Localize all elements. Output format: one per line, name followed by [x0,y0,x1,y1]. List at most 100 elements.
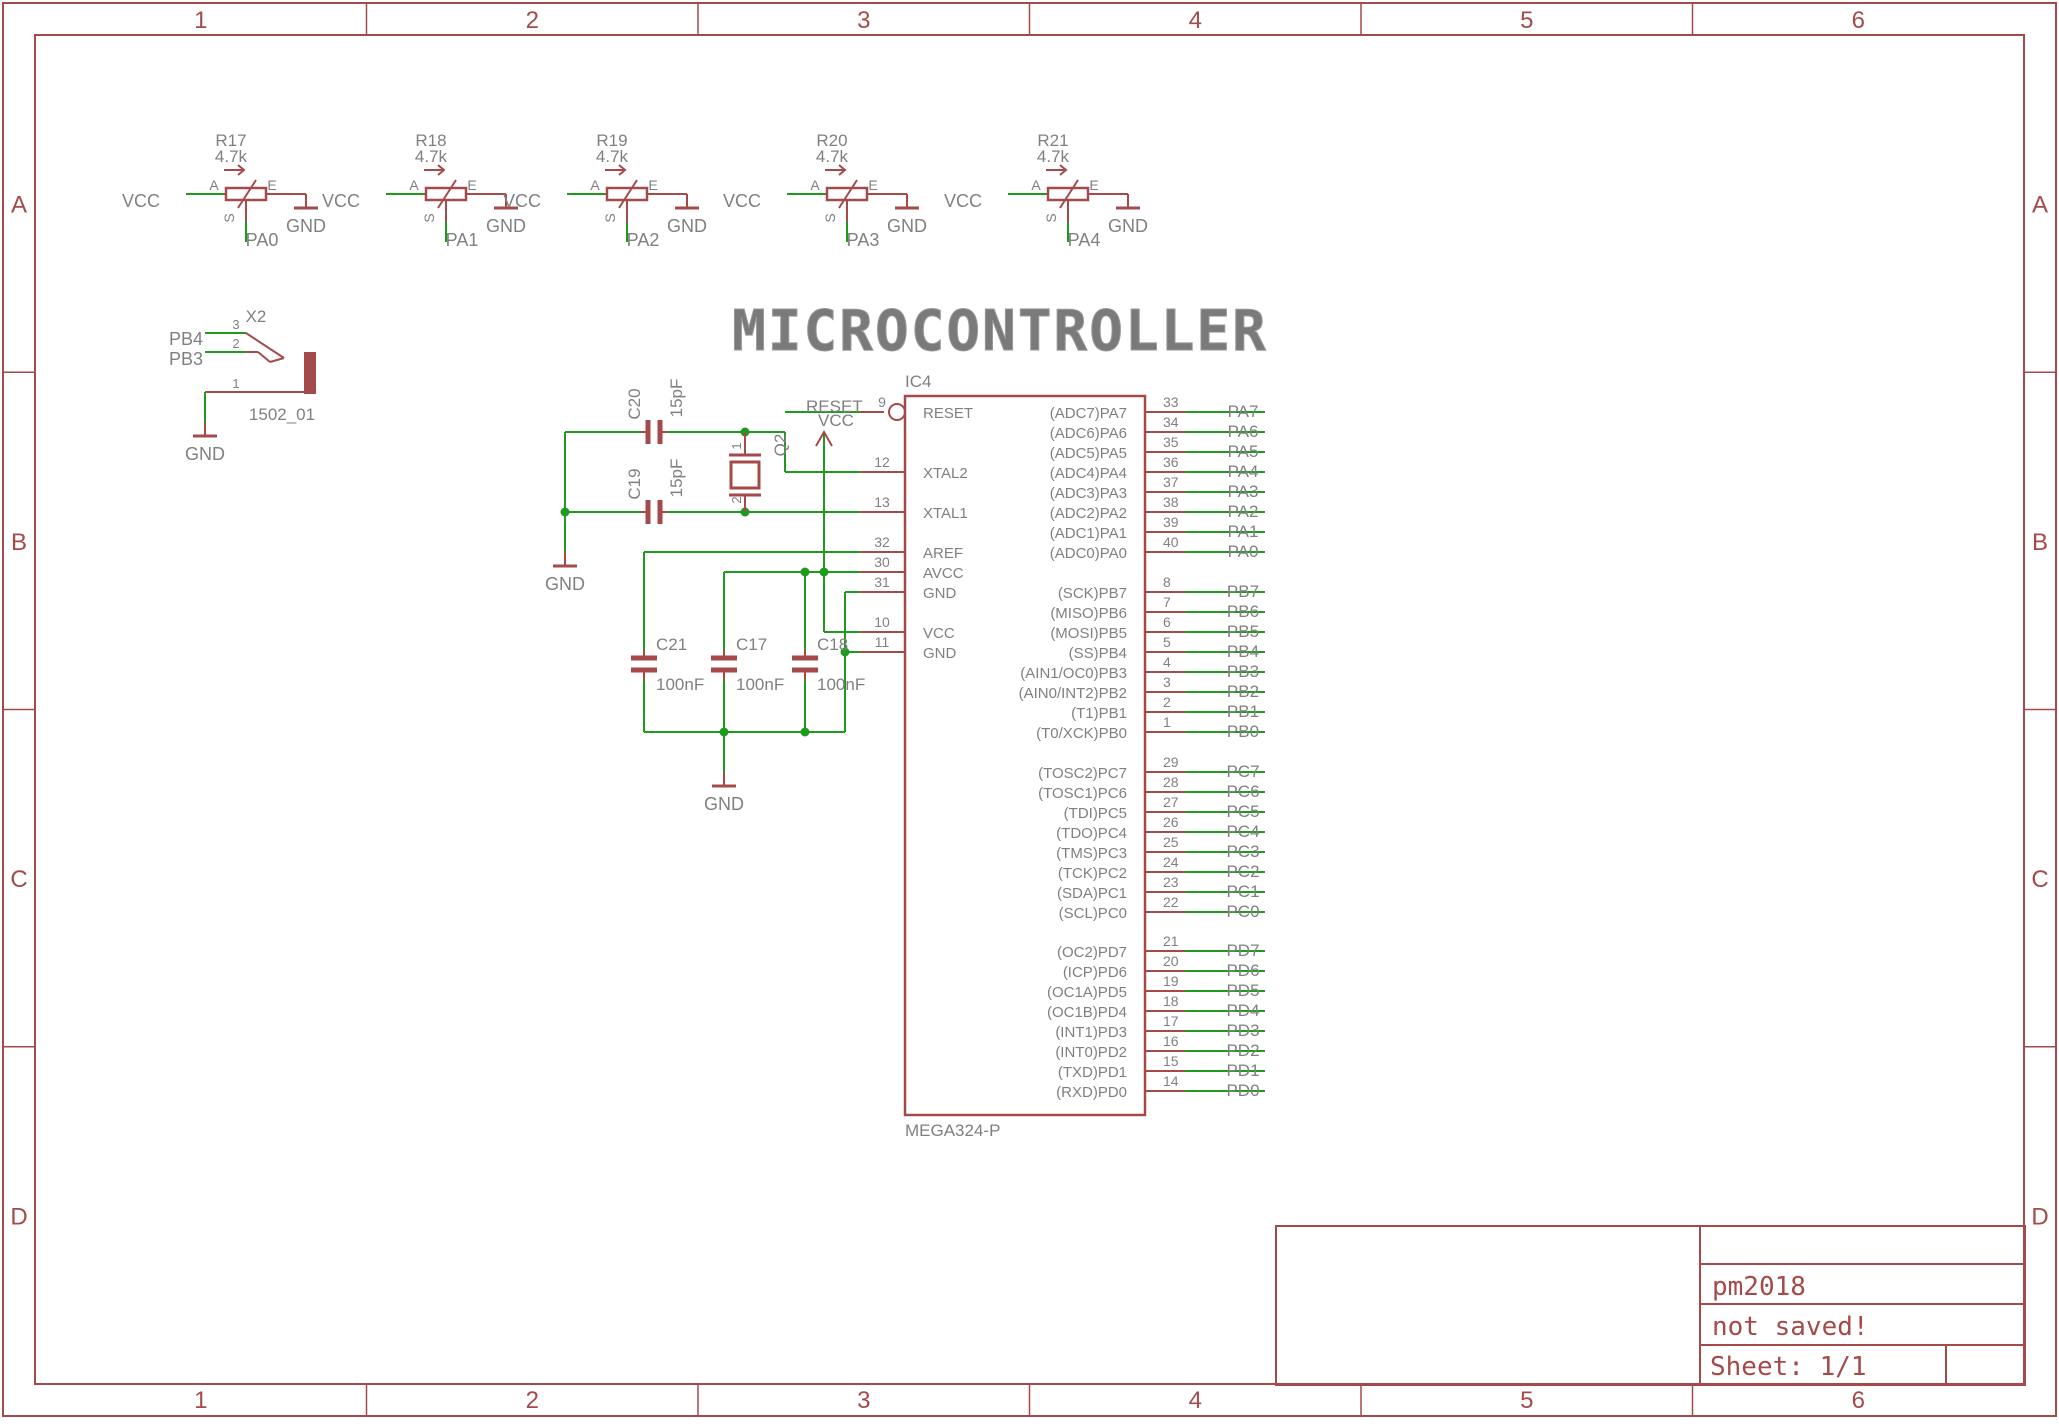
gnd-label: GND [545,574,585,594]
pin-name: (SDA)PC1 [1057,885,1127,902]
pin-name: (T0/XCK)PB0 [1036,725,1127,742]
net-label: PC0 [1226,902,1259,921]
junction-dot [800,567,810,577]
pin-number: 35 [1163,434,1179,450]
pin-number: 21 [1163,933,1179,949]
pot-net-left: VCC [322,191,360,211]
pin-number: 3 [1163,674,1171,690]
pin-name: (TXD)PD1 [1058,1064,1127,1081]
net-label: PC5 [1226,802,1259,821]
ic-right-pin-3: 3 (AIN0/INT2)PB2 PB2 [1019,674,1265,702]
frame-col-label-bottom: 3 [857,1387,870,1414]
cap-ref: C21 [656,635,687,654]
net-label: PC4 [1226,822,1259,841]
junction-dot [800,727,810,737]
pot-ref: R19 [596,131,627,150]
net-label: PD1 [1226,1061,1259,1080]
title-status: not saved! [1712,1312,1869,1342]
pin-label: S [1043,213,1059,222]
pin-name: RESET [923,405,973,422]
gnd-label: GND [704,794,744,814]
pin-name: AREF [923,545,963,562]
pin-name: (TOSC1)PC6 [1038,785,1127,802]
pin-number: 20 [1163,953,1179,969]
pin-name: (ADC6)PA6 [1050,425,1127,442]
pin-number: 1 [232,376,239,391]
pin-number: 4 [1163,654,1171,670]
ic-part: MEGA324-P [905,1121,1000,1140]
pot-net-left: VCC [122,191,160,211]
pin-number: 7 [1163,594,1171,610]
pot-wiper-arrow [224,164,246,176]
net-label: PB1 [1227,702,1259,721]
frame-col-label-bottom: 4 [1189,1387,1202,1414]
net-label: PD0 [1226,1081,1259,1100]
pot-net-left: VCC [944,191,982,211]
pot-value: 4.7k [816,147,849,166]
pin-number: 32 [874,534,890,550]
net-label: PB4 [1227,642,1259,661]
net-label: PA2 [1228,502,1259,521]
pin-label: A [209,177,219,193]
pin-name: (TOSC2)PC7 [1038,765,1127,782]
pin-number: 26 [1163,814,1179,830]
pin-name: (INT0)PD2 [1055,1044,1127,1061]
frame-row-label-right: D [2031,1203,2048,1230]
pin-number: 19 [1163,973,1179,989]
net-label: PA1 [1228,522,1259,541]
pin-number: 3 [232,317,239,332]
frame-row-label-left: C [10,866,27,893]
pin-label: A [409,177,419,193]
pin-name: (SCK)PB7 [1058,585,1127,602]
net-label: PA6 [1228,422,1259,441]
title-block: pm2018 not saved! Sheet: 1/1 [1275,1225,2026,1386]
net-label: PB2 [1227,682,1259,701]
net-label: PB7 [1227,582,1259,601]
pin-name: GND [923,645,957,662]
jack-contact [257,351,271,363]
pin-number: 16 [1163,1033,1179,1049]
cap-ref: C20 [625,388,644,419]
pin-name: (TCK)PC2 [1058,865,1127,882]
pin-name: (AIN0/INT2)PB2 [1019,685,1127,702]
pot-net-right: GND [1108,216,1148,236]
net-label: PA0 [1228,542,1259,561]
pin-label: E [1089,177,1098,193]
pin-label: S [221,213,237,222]
frame-col-label-bottom: 1 [194,1387,207,1414]
cap-value: 100nF [817,675,865,694]
pot-adjust-arrow [237,179,257,209]
pin-name: XTAL2 [923,465,968,482]
pin-number: 25 [1163,834,1179,850]
pin-name: (ICP)PD6 [1063,964,1127,981]
frame-col-label-top: 6 [1852,7,1865,34]
frame-col-label-top: 5 [1520,7,1533,34]
pin-number: 23 [1163,874,1179,890]
pot-net-right: GND [286,216,326,236]
pin-label: S [421,213,437,222]
inner-border [34,34,2025,1385]
pin-number: 30 [874,554,890,570]
pin-name: (ADC4)PA4 [1050,465,1127,482]
pot-wiper-arrow [1046,164,1068,176]
pin-label: A [810,177,820,193]
pin-name: (TDO)PC4 [1056,825,1127,842]
pin-label: S [602,213,618,222]
frame-row-label-left: A [11,192,27,219]
jack-part: 1502_01 [249,405,315,424]
jack-contact [269,357,285,363]
junction-dot [819,567,829,577]
pin-number: 17 [1163,1013,1179,1029]
